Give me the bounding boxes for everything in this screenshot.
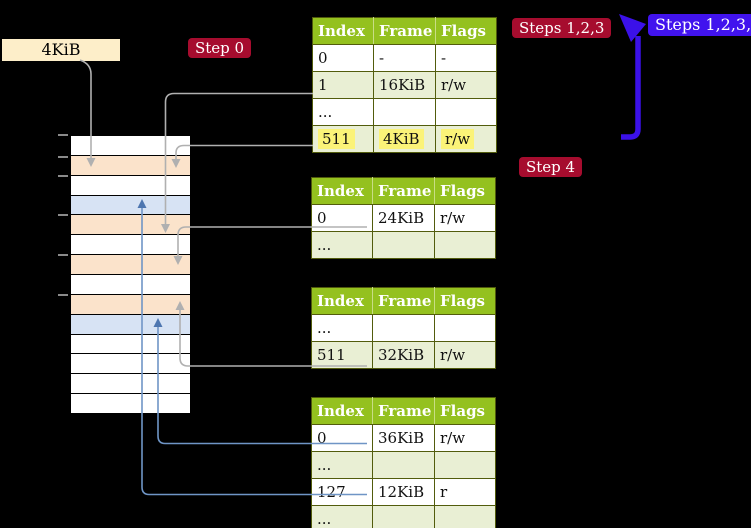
memory-tick xyxy=(58,134,68,136)
memory-frame xyxy=(71,255,190,276)
table-row: 511 32KiB r/w xyxy=(311,341,496,369)
table-row-highlighted: 511 4KiB r/w xyxy=(312,125,497,153)
memory-frame xyxy=(71,235,190,256)
memory-frame xyxy=(71,294,190,315)
table-row: 0 - - xyxy=(312,44,497,72)
memory-tick xyxy=(58,156,68,158)
memory-tick xyxy=(58,294,68,296)
memory-frame xyxy=(71,374,190,395)
col-header-flags: Flags xyxy=(434,177,496,205)
badge-steps123: Steps 1,2,3 xyxy=(512,18,612,38)
col-header-frame: Frame xyxy=(372,287,435,315)
col-header-index: Index xyxy=(311,287,373,315)
badge-steps1234: Steps 1,2,3,4 xyxy=(648,14,751,36)
page-table-2: Index Frame Flags 0 24KiB r/w ... xyxy=(311,177,496,259)
table-row: 127 12KiB r xyxy=(311,478,496,506)
highlighted-value: 4KiB xyxy=(379,129,424,149)
highlighted-value: 511 xyxy=(318,129,355,149)
col-header-index: Index xyxy=(311,177,373,205)
memory-tick xyxy=(58,214,68,216)
page-table-1: Index Frame Flags 0 - - 1 16KiB r/w ... … xyxy=(312,17,497,153)
memory-frame xyxy=(71,195,190,216)
page-table-4: Index Frame Flags 0 36KiB r/w ... 127 12… xyxy=(311,397,496,528)
col-header-index: Index xyxy=(312,17,374,45)
table-row: 0 36KiB r/w xyxy=(311,424,496,452)
memory-frame xyxy=(71,215,190,236)
badge-step0: Step 0 xyxy=(188,38,252,58)
table-row: ... xyxy=(311,505,496,528)
page-size-label: 4KiB xyxy=(2,39,120,61)
memory-frame xyxy=(71,155,190,176)
table-row: 0 24KiB r/w xyxy=(311,204,496,232)
col-header-frame: Frame xyxy=(372,397,435,425)
table-row: ... xyxy=(311,451,496,479)
memory-frame xyxy=(71,334,190,355)
memory-frame xyxy=(71,175,190,196)
col-header-flags: Flags xyxy=(434,287,496,315)
memory-frame xyxy=(71,354,190,375)
memory-frame xyxy=(71,314,190,335)
steps-loop-arrowhead-icon xyxy=(619,14,646,42)
page-table-3: Index Frame Flags ... 511 32KiB r/w xyxy=(311,287,496,369)
table-row: 1 16KiB r/w xyxy=(312,71,497,99)
highlighted-value: r/w xyxy=(441,129,475,149)
col-header-flags: Flags xyxy=(435,17,497,45)
col-header-frame: Frame xyxy=(373,17,436,45)
memory-frame xyxy=(71,275,190,295)
connector-table1-row511 xyxy=(175,144,313,160)
physical-memory-column xyxy=(70,135,191,414)
memory-frame xyxy=(71,394,190,414)
memory-tick xyxy=(58,175,68,177)
col-header-flags: Flags xyxy=(434,397,496,425)
table-row: ... xyxy=(311,314,496,342)
memory-tick xyxy=(58,254,68,256)
badge-step4: Step 4 xyxy=(519,157,583,177)
col-header-frame: Frame xyxy=(372,177,435,205)
table-row: ... xyxy=(312,98,497,126)
steps-loop-arrow xyxy=(621,36,641,140)
table-row: ... xyxy=(311,231,496,259)
memory-frame xyxy=(71,136,190,156)
col-header-index: Index xyxy=(311,397,373,425)
